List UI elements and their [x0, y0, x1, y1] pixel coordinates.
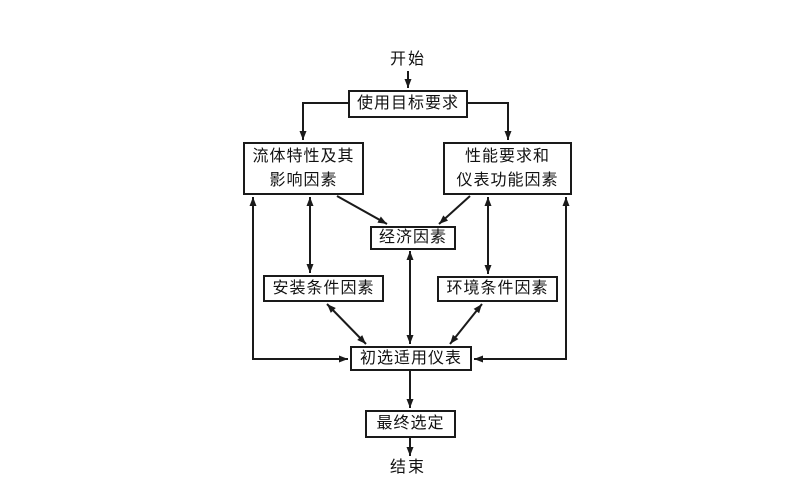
node-usage-target-requirements: 使用目标要求 [348, 90, 468, 118]
node-final-selection: 最终选定 [365, 410, 456, 438]
node-fluid-characteristics-factors: 流体特性及其 影响因素 [243, 142, 364, 195]
node-environment-condition-factors: 环境条件因素 [437, 276, 558, 302]
node-performance-function-factors: 性能要求和 仪表功能因素 [443, 142, 572, 195]
node-start: 开始 [372, 48, 444, 71]
node-preliminary-instrument-selection: 初选适用仪表 [350, 346, 472, 371]
node-installation-condition-factors: 安装条件因素 [263, 275, 384, 302]
node-economic-factors: 经济因素 [370, 226, 456, 250]
node-end: 结束 [372, 456, 444, 479]
